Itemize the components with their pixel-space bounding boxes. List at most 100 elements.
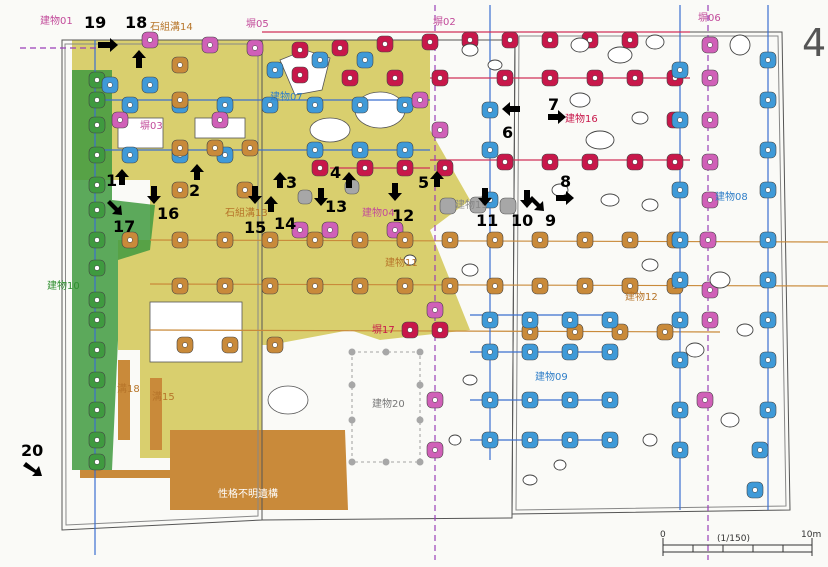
label-building-16: 建物16 (565, 112, 598, 125)
post-core (427, 39, 433, 45)
building-20-posts (348, 348, 424, 466)
post-core (547, 75, 553, 81)
post-core (592, 75, 598, 81)
post-core (607, 349, 613, 355)
marker-number-5: 5 (418, 173, 429, 192)
label-building-11: 建物11 (385, 256, 418, 269)
post-core (632, 75, 638, 81)
post-core (117, 117, 123, 123)
post-core (587, 159, 593, 165)
label-fence-03: 塀03 (140, 120, 163, 132)
post-core (487, 317, 493, 323)
post-core (94, 237, 100, 243)
post-core (94, 182, 100, 188)
post-core (537, 283, 543, 289)
post-core (217, 117, 223, 123)
post-core (765, 187, 771, 193)
label-ditch-18: 溝18 (117, 382, 140, 395)
post-core (337, 45, 343, 51)
label-building-09: 建物09 (535, 370, 568, 383)
post-core (312, 237, 318, 243)
label-building-01: 建物01 (40, 14, 73, 27)
yellow-fill-middle (262, 40, 470, 345)
post-core (222, 102, 228, 108)
post-core (567, 437, 573, 443)
post-core (94, 317, 100, 323)
post-core (94, 377, 100, 383)
post-core (527, 349, 533, 355)
label-building-04: 建物04 (362, 206, 395, 219)
white-pits (403, 34, 754, 486)
post-core (507, 37, 513, 43)
post-core (312, 147, 318, 153)
post-core (537, 237, 543, 243)
label-fence-02: 塀02 (433, 16, 456, 28)
post-core (362, 57, 368, 63)
post-core (312, 102, 318, 108)
post-core (527, 397, 533, 403)
post-core (212, 145, 218, 151)
label-building-20: 建物20 (372, 397, 405, 410)
unknown-feature-area (170, 430, 348, 510)
post-core (127, 237, 133, 243)
post-core (94, 297, 100, 303)
post-core (177, 237, 183, 243)
post-core (765, 57, 771, 63)
scale-end: 10m (801, 530, 821, 540)
post-core (267, 237, 273, 243)
post-core (94, 207, 100, 213)
post-core (707, 317, 713, 323)
post-core (705, 237, 711, 243)
marker-number-16: 16 (157, 204, 179, 223)
post-core (267, 283, 273, 289)
post-core (94, 407, 100, 413)
post-core (632, 159, 638, 165)
post-core (707, 117, 713, 123)
post-core (357, 283, 363, 289)
post-core (127, 152, 133, 158)
post-core (382, 41, 388, 47)
post-core (707, 75, 713, 81)
post-core (357, 102, 363, 108)
scale-bar (662, 538, 813, 556)
post-core (272, 342, 278, 348)
post-core (402, 283, 408, 289)
post-core (765, 317, 771, 323)
post-core (547, 37, 553, 43)
post-core (437, 327, 443, 333)
post-core (502, 159, 508, 165)
post-core (94, 265, 100, 271)
marker-number-18: 18 (125, 13, 147, 32)
post-core (617, 329, 623, 335)
post-core (487, 147, 493, 153)
post-core (177, 187, 183, 193)
post-holes (88, 31, 777, 499)
post-core (272, 67, 278, 73)
label-building-12: 建物12 (625, 290, 658, 303)
label-fence-17: 塀17 (372, 324, 395, 336)
post-core (94, 347, 100, 353)
post-core (487, 397, 493, 403)
label-fence-05: 塀05 (246, 18, 269, 30)
post-core (437, 127, 443, 133)
post-core (707, 197, 713, 203)
post-core (627, 283, 633, 289)
marker-number-10: 10 (511, 211, 533, 230)
label-building-19: 建物19 (455, 198, 488, 211)
marker-number-13: 13 (325, 197, 347, 216)
post-core (582, 283, 588, 289)
post-core (402, 165, 408, 171)
post-core (437, 75, 443, 81)
post-core (177, 97, 183, 103)
post-core (182, 342, 188, 348)
post-core (487, 107, 493, 113)
post-core (607, 317, 613, 323)
post-core (317, 57, 323, 63)
post-core (177, 283, 183, 289)
post-core (677, 277, 683, 283)
post-core (677, 237, 683, 243)
post-core (567, 317, 573, 323)
post-core (94, 77, 100, 83)
post-core (432, 397, 438, 403)
purple-dashed-lines (20, 5, 709, 560)
